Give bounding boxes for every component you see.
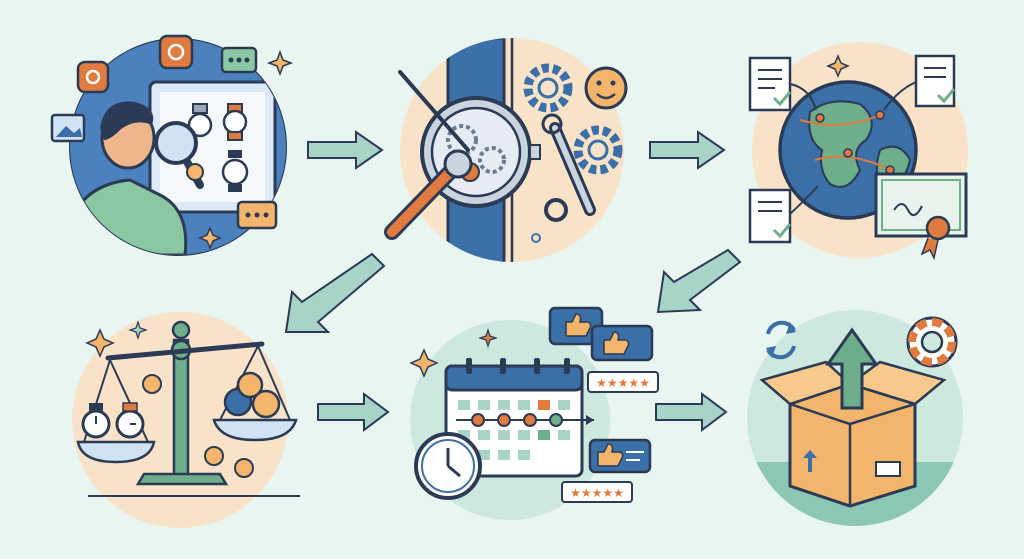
refresh-icon (766, 320, 796, 360)
thumbs-up-icon (588, 438, 652, 474)
document-icon (914, 54, 956, 108)
sparkle-icon (266, 49, 294, 77)
star-rating-icon: ★★★★★ (587, 371, 659, 393)
sparkle-icon (198, 226, 222, 250)
chat-icon (220, 46, 258, 74)
box-icon (759, 360, 947, 508)
smiley-icon (584, 66, 628, 110)
photo-icon (50, 113, 86, 143)
star-rating-icon: ★★★★★ (561, 481, 633, 503)
wrench-icon (384, 149, 473, 240)
up-arrow-icon (825, 327, 879, 410)
step-ship-package (747, 310, 963, 526)
document-icon (748, 56, 792, 112)
watch-icon (81, 403, 111, 439)
sparkle-icon (478, 328, 498, 348)
screwdriver-icon (398, 70, 470, 152)
arrow-step1-to-step2 (307, 130, 384, 170)
step-schedule-reviews: ★★★★★ ★★★★★ (409, 306, 659, 520)
step-global-documents (748, 42, 968, 261)
clock-icon (414, 432, 482, 500)
step-research-online (50, 34, 294, 256)
scale-icon (76, 320, 300, 497)
certificate-icon (874, 172, 968, 261)
calendar-icon (444, 358, 594, 478)
gear-icon (523, 63, 573, 113)
arrow-step2-to-step3 (649, 130, 726, 170)
svg-text:★★★★★: ★★★★★ (596, 376, 650, 390)
wrench-icon (541, 113, 596, 222)
sparkle-icon (128, 320, 148, 340)
sparkle-icon (409, 348, 439, 378)
watch-icon (221, 150, 249, 192)
arrow-step2-to-step4 (284, 252, 386, 333)
step-compare-prices (72, 312, 300, 528)
sparkle-icon (85, 328, 115, 358)
arrow-step3-to-step5 (656, 248, 742, 314)
watch-icon (115, 402, 145, 439)
thumbs-up-icon (590, 324, 654, 362)
sparkle-icon (826, 54, 850, 78)
lifebuoy-icon (906, 316, 958, 368)
coin-icon (142, 371, 281, 478)
magnifier-icon (154, 121, 204, 189)
document-icon (748, 188, 792, 244)
arrow-step5-to-step6 (655, 392, 728, 432)
instagram-icon (76, 60, 110, 94)
watch-icon (222, 103, 248, 141)
watch-icon (187, 103, 213, 138)
arrow-step4-to-step5 (317, 392, 390, 432)
svg-text:★★★★★: ★★★★★ (570, 486, 624, 500)
step-inspect-repair (384, 38, 628, 262)
instagram-icon (158, 34, 194, 70)
chat-icon (236, 200, 278, 230)
gear-icon (573, 125, 623, 175)
